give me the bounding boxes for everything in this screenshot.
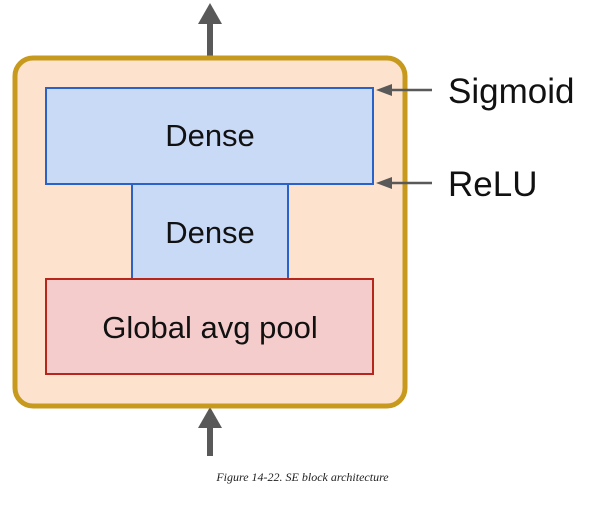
dense-layer-top-label: Dense (165, 118, 255, 153)
dense-layer-bottom-label: Dense (165, 215, 255, 250)
figure-caption: Figure 14-22. SE block architecture (216, 470, 389, 484)
relu-label: ReLU (448, 165, 537, 204)
dense-layer-bottom (131, 183, 289, 280)
sigmoid-label: Sigmoid (448, 72, 574, 111)
global-avg-pool-label: Global avg pool (102, 310, 317, 345)
sigmoid-pointer-arrow-icon (376, 84, 432, 96)
relu-pointer-arrow-icon (376, 177, 432, 189)
output-arrow-icon (198, 3, 222, 58)
dense-layer-top (45, 87, 374, 185)
global-avg-pool-layer (45, 278, 374, 375)
input-arrow-icon (198, 407, 222, 456)
